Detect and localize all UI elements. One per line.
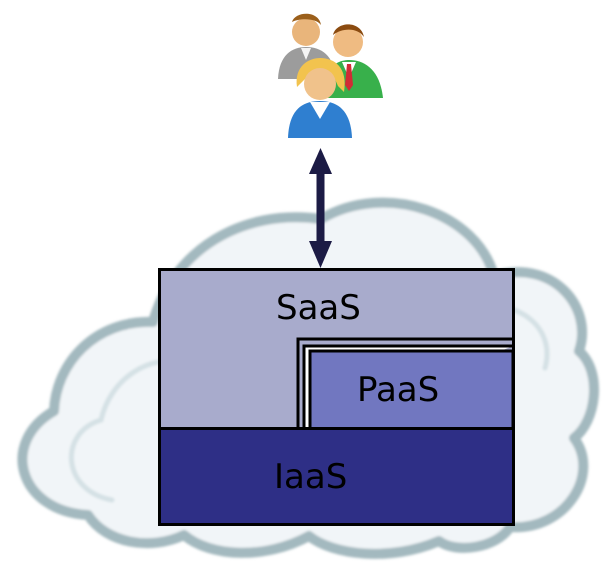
user-front-icon — [288, 58, 352, 138]
iaas-label: IaaS — [274, 457, 348, 497]
iaas-layer-box — [158, 427, 515, 526]
paas-layer-group — [296, 337, 515, 431]
saas-label: SaaS — [276, 288, 361, 328]
bidirectional-arrow-icon — [309, 148, 332, 268]
three-users-icon — [278, 13, 383, 138]
paas-label: PaaS — [357, 370, 440, 410]
